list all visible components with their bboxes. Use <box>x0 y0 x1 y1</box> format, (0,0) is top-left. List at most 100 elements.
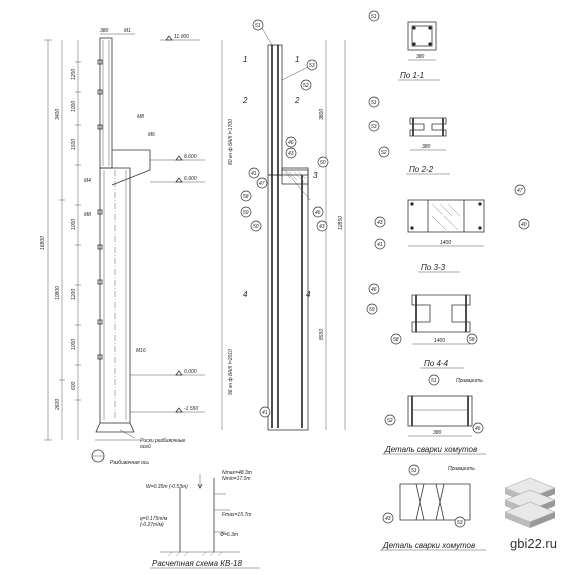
svg-text:59: 59 <box>243 210 249 216</box>
section-title-2: По 2-2 <box>409 165 434 174</box>
svg-text:51: 51 <box>371 100 377 106</box>
svg-text:16800: 16800 <box>40 236 46 250</box>
legend-anchor-2: осей <box>140 443 151 450</box>
svg-text:600: 600 <box>71 381 77 390</box>
callout-bubbles: 51 53 52 46 43 41 47 50 58 59 50 46 <box>240 19 329 418</box>
elevation-zero: 0.000 <box>184 369 197 375</box>
section-2-2: 380 51 53 52 По 2-2 <box>368 96 450 175</box>
mark-m16: M16 <box>136 348 146 354</box>
svg-text:1000: 1000 <box>71 101 77 112</box>
section-1-1: 380 51 По 1-1 <box>368 10 440 81</box>
bar-num-3: 3 <box>313 171 318 180</box>
svg-text:46: 46 <box>475 426 481 432</box>
mark-m8-low: M8 <box>84 212 91 218</box>
section-3-3: 1400 43 41 47 40 По 3-3 <box>374 184 530 273</box>
svg-text:Fmax=15.7т: Fmax=15.7т <box>222 512 251 518</box>
svg-text:1400: 1400 <box>440 240 451 246</box>
mark-m8-top: M8 <box>137 114 144 120</box>
elevation-corbel: 8.600 <box>184 154 197 160</box>
svg-text:52: 52 <box>303 83 309 89</box>
bar-num-1-left: 1 <box>243 55 247 64</box>
calc-scheme-title: Расчетная схема КВ-18 <box>152 559 242 568</box>
detail-weld-2: 51 Приварить 43 53 Деталь сварки хомутов <box>380 464 486 551</box>
svg-text:W=0.35т (-0.53т): W=0.35т (-0.53т) <box>146 484 188 490</box>
svg-text:380: 380 <box>422 144 431 150</box>
bar-num-2-left: 2 <box>242 96 248 105</box>
elevation-mid: 6.900 <box>184 176 197 182</box>
svg-text:53: 53 <box>309 63 315 69</box>
mark-m6: M6 <box>148 132 155 138</box>
svg-text:Nmax=48.3т: Nmax=48.3т <box>222 470 252 476</box>
svg-text:1000: 1000 <box>71 339 77 350</box>
svg-text:380: 380 <box>433 430 442 436</box>
svg-text:58: 58 <box>393 337 399 343</box>
svg-text:47: 47 <box>517 188 523 194</box>
svg-text:58: 58 <box>469 337 475 343</box>
svg-text:51: 51 <box>411 468 417 474</box>
svg-text:1200: 1200 <box>71 69 77 80</box>
svg-text:3400: 3400 <box>55 109 61 120</box>
svg-text:1000: 1000 <box>71 219 77 230</box>
legend-anchor: Риски разбивочные <box>140 438 186 444</box>
svg-text:46: 46 <box>315 210 321 216</box>
svg-text:53: 53 <box>371 124 377 130</box>
svg-text:380: 380 <box>100 28 109 34</box>
svg-text:47: 47 <box>259 181 265 187</box>
svg-text:41: 41 <box>262 410 268 416</box>
bar-num-2-right: 2 <box>294 96 300 105</box>
section-title-1: По 1-1 <box>400 71 424 80</box>
svg-text:q=0.175т/м: q=0.175т/м <box>140 516 168 522</box>
rebar-note-top: 80 кн ф 8АIII l=1700 <box>228 119 234 165</box>
svg-text:46: 46 <box>371 287 377 293</box>
svg-text:40: 40 <box>521 222 527 228</box>
svg-text:2600: 2600 <box>55 399 61 411</box>
svg-text:Ф=6.3т: Ф=6.3т <box>220 532 238 538</box>
watermark: gbi22.ru <box>510 536 557 551</box>
svg-text:51: 51 <box>255 23 261 29</box>
legend-gauge: Разбивочная ось <box>110 460 149 466</box>
weld-note-2: Приварить <box>448 466 475 472</box>
svg-text:43: 43 <box>377 220 383 226</box>
calc-scheme: W=0.35т (-0.53т) q=0.175т/м (-0.27т/м) N… <box>140 470 260 569</box>
bar-num-4-left: 4 <box>243 290 248 299</box>
svg-text:8550: 8550 <box>319 329 325 340</box>
svg-text:59: 59 <box>369 307 375 313</box>
svg-text:50: 50 <box>320 160 326 166</box>
elevation-markers: 11.000 8.600 6.900 0.000 -1.550 <box>130 34 205 413</box>
bar-num-4-right: 4 <box>306 290 311 299</box>
svg-text:43: 43 <box>319 224 325 230</box>
detail-weld-1: 51 Приварить 52 46 380 Деталь сварки хом… <box>382 374 486 455</box>
svg-text:52: 52 <box>381 150 387 156</box>
svg-text:58: 58 <box>243 194 249 200</box>
svg-text:1200: 1200 <box>71 289 77 300</box>
reinforcement-elevation: 80 кн ф 8АIII l=1700 96 кн ф 8АIII l=201… <box>221 19 346 431</box>
stacked-slabs-icon <box>504 477 556 528</box>
svg-text:1400: 1400 <box>434 338 445 344</box>
weld-note-1: Приварить <box>456 378 483 384</box>
section-4-4: 1400 46 59 58 58 По 4-4 <box>366 283 478 369</box>
mark-m1: M1 <box>124 28 131 34</box>
svg-text:380: 380 <box>416 54 425 60</box>
svg-text:43: 43 <box>288 151 294 157</box>
section-title-3: По 3-3 <box>421 263 446 272</box>
svg-text:43: 43 <box>385 516 391 522</box>
svg-text:52: 52 <box>387 418 393 424</box>
svg-text:50: 50 <box>253 224 259 230</box>
rebar-note-bottom: 96 кн ф 8АIII l=2010 <box>228 349 234 395</box>
svg-text:(-0.27т/м): (-0.27т/м) <box>140 522 164 528</box>
column-elevation: 16800 3400 10800 2600 1200 1000 1500 100… <box>40 28 205 466</box>
svg-text:51: 51 <box>431 378 437 384</box>
elevation-bottom: -1.550 <box>184 406 198 412</box>
svg-text:46: 46 <box>288 140 294 146</box>
svg-text:10800: 10800 <box>55 286 61 300</box>
svg-text:Nmin=17.0т: Nmin=17.0т <box>222 476 250 482</box>
svg-text:3800: 3800 <box>319 109 325 120</box>
mark-m4: M4 <box>84 178 91 184</box>
section-title-4: По 4-4 <box>424 359 449 368</box>
svg-text:1500: 1500 <box>71 139 77 150</box>
svg-text:51: 51 <box>371 14 377 20</box>
svg-text:53: 53 <box>457 520 463 526</box>
svg-text:12850: 12850 <box>338 216 344 230</box>
svg-text:41: 41 <box>377 242 383 248</box>
